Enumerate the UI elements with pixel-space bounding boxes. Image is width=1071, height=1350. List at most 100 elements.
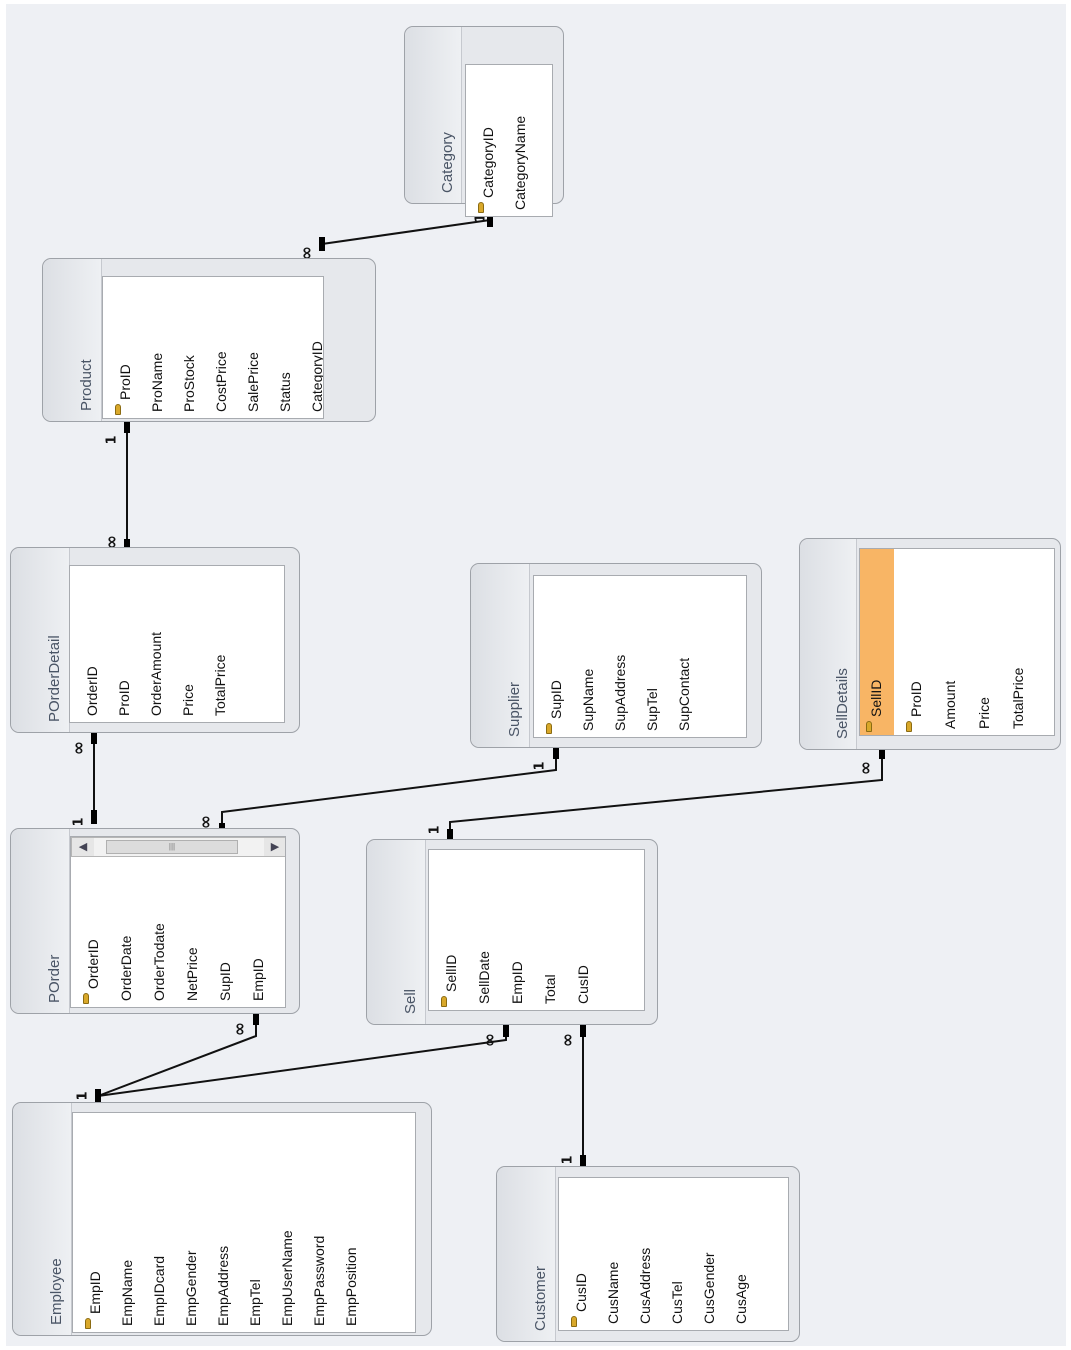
table-header[interactable] [11,829,70,1013]
column-row[interactable]: TotalPrice [1002,549,1036,735]
column-row[interactable]: ProID [109,277,141,418]
primary-key-icon [85,1318,91,1329]
column-list: CategoryID CategoryName [465,64,553,217]
horizontal-scrollbar[interactable]: ◀ ||| ▶ [71,837,285,857]
column-row[interactable]: SupContact [668,576,700,737]
column-row[interactable]: Total [534,850,567,1010]
column-name: OrderID [84,666,100,716]
column-row[interactable]: CusID [565,1178,597,1330]
column-name: TotalPrice [212,654,228,716]
column-row[interactable]: OrderAmount [140,566,172,722]
column-row[interactable]: EmpGender [175,1113,207,1332]
column-row[interactable]: SupID [540,576,572,737]
column-row[interactable]: Amount [934,549,968,735]
table-header[interactable] [497,1167,556,1341]
column-row[interactable]: CusTel [661,1178,693,1330]
column-row[interactable]: SellDate [468,850,501,1010]
column-name: Amount [942,680,958,729]
column-row[interactable]: CategoryID [301,277,324,418]
relationship-line[interactable] [97,1030,507,1097]
table-header[interactable] [43,259,102,421]
column-name: ProStock [181,355,197,412]
column-row[interactable]: ProID [900,549,934,735]
column-row[interactable]: CusGender [693,1178,725,1330]
relationship-line[interactable] [221,752,557,830]
column-row[interactable]: SupAddress [604,576,636,737]
column-row[interactable]: CostPrice [205,277,237,418]
column-row[interactable]: ProID [108,566,140,722]
column-row[interactable]: EmpID [79,1113,111,1332]
column-row[interactable]: OrderID [77,837,110,1007]
column-row[interactable]: Price [968,549,1002,735]
table-category[interactable]: Category CategoryID CategoryName [404,26,564,217]
table-header[interactable] [367,840,426,1024]
column-name: CusGender [701,1252,717,1324]
column-row[interactable]: SupID [209,837,242,1007]
column-row[interactable]: SupName [572,576,604,737]
column-row[interactable]: CusID [567,850,600,1010]
column-row[interactable]: Price [172,566,204,722]
column-row[interactable]: EmpID [242,837,275,1007]
column-row[interactable]: CusAge [725,1178,757,1330]
column-row[interactable]: EmpPosition [335,1113,367,1332]
table-header[interactable] [800,539,857,749]
relationship-endpoint [91,810,97,824]
column-name: CategoryID [309,341,324,412]
table-header[interactable] [405,27,462,203]
column-row[interactable]: SalePrice [237,277,269,418]
column-row[interactable]: OrderDate [110,837,143,1007]
column-row[interactable]: SellID [435,850,468,1010]
relationship-line[interactable] [449,752,883,836]
column-row[interactable]: CusAddress [629,1178,661,1330]
column-name: CategoryName [512,115,528,210]
column-row[interactable]: EmpName [111,1113,143,1332]
table-title: Product [78,359,95,411]
relationship-endpoint [253,1011,259,1025]
column-name: CusID [575,965,591,1004]
column-row[interactable]: OrderStatus [275,837,285,1007]
column-row[interactable]: CategoryID [472,65,504,216]
column-row[interactable]: EmpAddress [207,1113,239,1332]
column-row[interactable]: ProStock [173,277,205,418]
column-row[interactable]: CategoryName [504,65,536,216]
table-header[interactable] [471,564,530,747]
relationship-endpoint [95,1089,101,1103]
column-row[interactable]: OrderID [76,566,108,722]
column-row[interactable]: EmpTel [239,1113,271,1332]
column-row[interactable]: ProName [141,277,173,418]
column-row[interactable]: CusName [597,1178,629,1330]
column-row[interactable]: EmpUserName [271,1113,303,1332]
relationship-line[interactable] [321,219,491,245]
relationship-one-label: 1 [561,1155,576,1164]
column-row[interactable]: EmpIDcard [143,1113,175,1332]
relationship-many-label: ∞ [558,1033,578,1047]
table-header[interactable] [13,1103,72,1335]
column-row[interactable]: Status [269,277,301,418]
column-row[interactable]: TotalPrice [204,566,236,722]
scroll-right-icon[interactable]: ▶ [264,838,285,856]
scroll-thumb[interactable]: ||| [106,840,238,854]
column-row[interactable]: SupTel [636,576,668,737]
column-name: Status [277,372,293,412]
column-name: EmpPassword [311,1235,327,1326]
column-row[interactable]: OrderTodate [143,837,176,1007]
column-row[interactable]: NetPrice [176,837,209,1007]
table-header[interactable] [11,548,70,732]
scroll-left-icon[interactable]: ◀ [72,838,94,856]
column-row[interactable]: EmpPassword [303,1113,335,1332]
column-row[interactable]: SellID [860,549,894,735]
relationship-endpoint [124,419,130,433]
column-row[interactable]: EmpID [501,850,534,1010]
table-title: Category [439,132,456,193]
